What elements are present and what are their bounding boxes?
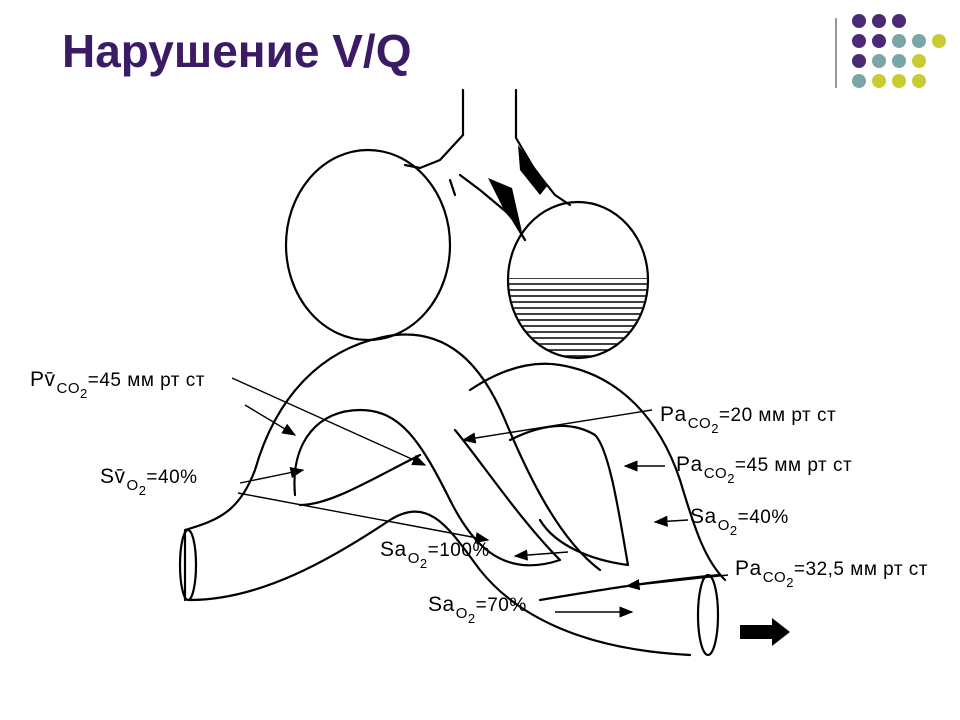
left-bronchus [448, 178, 457, 197]
arterial-outlet [696, 573, 720, 657]
label-subscript-2: 2 [138, 483, 147, 498]
pointer-arrow [461, 409, 653, 444]
label-sv-o2: Sv̄O2=40% [100, 465, 198, 498]
label-value: =20 мм рт ст [718, 405, 837, 426]
label-symbol: Pa [660, 403, 687, 426]
pointer-arrow [513, 549, 569, 561]
label-symbol: Sa [380, 538, 407, 561]
capillary-inner-loop [298, 453, 422, 507]
dot [872, 34, 886, 48]
label-subscript-2: 2 [80, 386, 88, 401]
label-value: =100% [427, 540, 490, 561]
dot [892, 54, 906, 68]
label-symbol: Sa [690, 505, 717, 528]
dot [912, 34, 926, 48]
label-pa-co2-20: PaCO2=20 мм рт ст [660, 403, 837, 436]
label-value: =45 мм рт ст [734, 455, 853, 476]
label-subscript: CO [56, 380, 81, 397]
label-symbol: Sv̄ [100, 465, 126, 488]
label-subscript-2: 2 [419, 556, 428, 571]
label-subscript: CO [703, 465, 728, 482]
dot [852, 14, 866, 28]
capillary-vessel [468, 362, 727, 582]
label-subscript: O [455, 605, 468, 622]
flooded-alveolus [506, 200, 650, 360]
capillary-inner-loop [293, 408, 562, 567]
label-pv-co2: Pv̄CO2=45 мм рт ст [30, 368, 205, 401]
dot [852, 34, 866, 48]
dot [912, 74, 926, 88]
label-symbol: Pa [735, 557, 762, 580]
pointer-arrow [231, 377, 427, 466]
label-sa-o2-70: SaO2=70% [428, 593, 527, 626]
label-subscript-2: 2 [467, 611, 476, 626]
label-sa-o2-40: SaO2=40% [690, 505, 789, 538]
label-subscript: O [126, 477, 139, 494]
label-subscript-2: 2 [711, 421, 719, 436]
pointer-arrow [237, 492, 490, 544]
pointer-arrow [653, 515, 689, 527]
label-symbol: Pv̄ [30, 368, 56, 391]
capillary-vessel [183, 333, 602, 572]
label-sa-o2-100: SaO2=100% [380, 538, 490, 571]
trachea-outline [403, 88, 465, 170]
pointer-arrow [239, 467, 305, 484]
left-bronchus [458, 173, 527, 242]
label-value: =45 мм рт ст [87, 370, 205, 391]
capillary-vessel [188, 510, 692, 657]
label-symbol: Sa [428, 593, 455, 616]
label-value: =32,5 мм рт ст [793, 559, 929, 580]
capillary-inner-loop [508, 424, 630, 567]
flow-direction-arrow [740, 618, 790, 646]
dot [892, 34, 906, 48]
dot [852, 74, 866, 88]
pointer-arrow [625, 574, 729, 591]
divider-line [835, 18, 837, 88]
label-subscript-2: 2 [727, 471, 735, 486]
dot [892, 14, 906, 28]
dot [872, 54, 886, 68]
label-value: =40% [737, 507, 789, 528]
decorative-dot-grid [848, 10, 958, 100]
obstruction [518, 145, 548, 195]
dot [872, 14, 886, 28]
obstruction [488, 178, 522, 232]
venous-inlet [178, 528, 198, 602]
page-title: Нарушение V/Q [62, 25, 412, 77]
label-pa-co2-45: PaCO2=45 мм рт ст [676, 453, 853, 486]
label-subscript: CO [762, 569, 787, 586]
dot [852, 54, 866, 68]
dot [892, 74, 906, 88]
label-subscript: CO [687, 415, 712, 432]
dot [872, 74, 886, 88]
label-subscript: O [717, 517, 730, 534]
label-pa-co2-32-5: PaCO2=32,5 мм рт ст [735, 557, 929, 590]
label-value: =40% [146, 467, 198, 488]
dot [912, 54, 926, 68]
label-subscript-2: 2 [786, 575, 794, 590]
alveolar-fluid [509, 278, 647, 357]
label-subscript: O [407, 550, 420, 567]
label-symbol: Pa [676, 453, 703, 476]
normal-alveolus [284, 148, 452, 342]
label-subscript-2: 2 [729, 523, 738, 538]
dot [932, 34, 946, 48]
pointer-arrow [244, 404, 297, 436]
label-value: =70% [475, 595, 527, 616]
